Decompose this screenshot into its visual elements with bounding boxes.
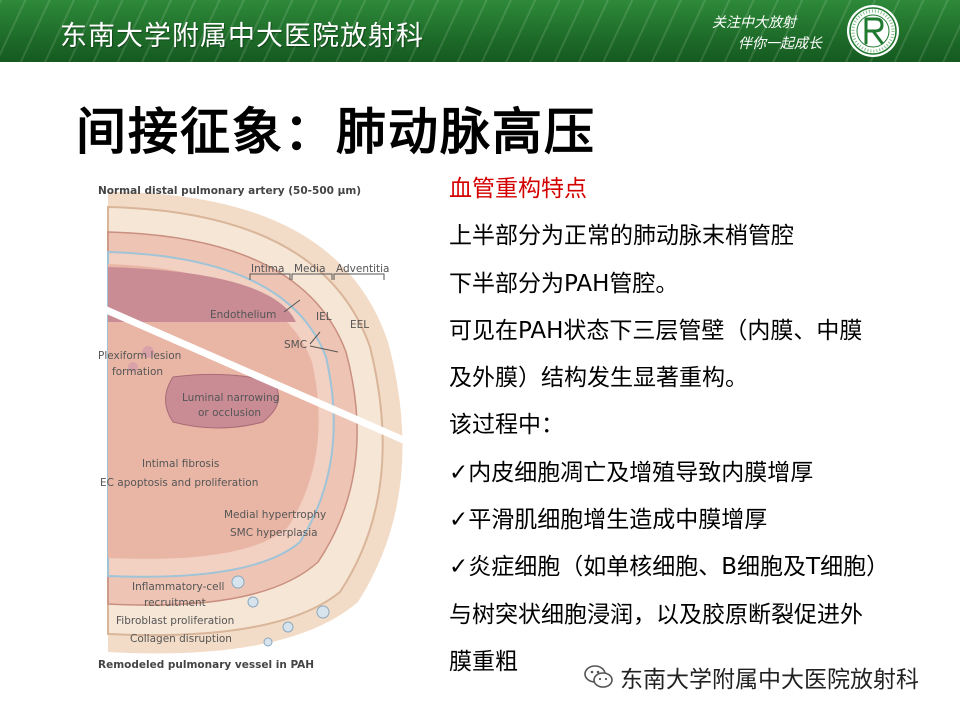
header-slogan-line2: 伴你一起成长 bbox=[738, 36, 822, 52]
figure-label-adventitia: Adventitia bbox=[336, 263, 390, 275]
check-icon: ✓ bbox=[449, 507, 469, 534]
figure-label-inflammatory-1: Inflammatory-cell bbox=[132, 581, 224, 593]
pulmonary-artery-remodeling-figure: Normal distal pulmonary artery (50-500 μ… bbox=[88, 172, 428, 686]
content-line-process: 该过程中： bbox=[449, 412, 564, 439]
figure-label-smc-hyperplasia: SMC hyperplasia bbox=[230, 527, 318, 539]
figure-label-endothelium: Endothelium bbox=[210, 309, 276, 321]
figure-bottom-caption: Remodeled pulmonary vessel in PAH bbox=[98, 659, 314, 671]
check-icon: ✓ bbox=[449, 459, 469, 486]
content-heading: 血管重构特点 bbox=[449, 176, 587, 202]
figure-label-media: Media bbox=[294, 263, 326, 275]
figure-label-smc: SMC bbox=[284, 339, 307, 351]
watermark: 东南大学附属中大医院放射科 bbox=[584, 660, 919, 694]
content-check-item-smooth-muscle: ✓平滑肌细胞增生造成中膜增厚 bbox=[449, 503, 949, 538]
figure-label-ec-apoptosis: EC apoptosis and proliferation bbox=[100, 477, 258, 489]
content-line-upper-half: 上半部分为正常的肺动脉末梢管腔 bbox=[449, 223, 794, 250]
content-line-thickening: 膜重粗 bbox=[449, 648, 518, 675]
content-line-remodeling: 及外膜）结构发生显著重构。 bbox=[449, 365, 748, 392]
figure-label-luminal-1: Luminal narrowing bbox=[182, 392, 279, 404]
content-line-lower-half: 下半部分为PAH管腔。 bbox=[449, 270, 679, 297]
figure-label-luminal-2: or occlusion bbox=[198, 407, 261, 419]
figure-label-eel: EEL bbox=[350, 319, 369, 331]
content-text-block: 血管重构特点 上半部分为正常的肺动脉末梢管腔 下半部分为PAH管腔。 可见在PA… bbox=[449, 172, 949, 692]
header-title: 东南大学附属中大医院放射科 bbox=[60, 21, 424, 52]
figure-top-caption: Normal distal pulmonary artery (50-500 μ… bbox=[98, 185, 361, 197]
wechat-icon bbox=[584, 665, 613, 688]
hospital-logo bbox=[847, 5, 899, 57]
figure-label-medial-hypertrophy: Medial hypertrophy bbox=[224, 509, 326, 521]
content-check-item-endothelium: ✓内皮细胞凋亡及增殖导致内膜增厚 bbox=[449, 456, 949, 491]
slide-title: 间接征象：肺动脉高压 bbox=[76, 103, 596, 161]
content-line-infiltration: 与树突状细胞浸润，以及胶原断裂促进外 bbox=[449, 601, 863, 628]
figure-label-intimal-fibrosis: Intimal fibrosis bbox=[142, 458, 219, 470]
check-item-text: 内皮细胞凋亡及增殖导致内膜增厚 bbox=[468, 459, 814, 486]
figure-label-plexiform-2: formation bbox=[112, 366, 163, 378]
header-slogan-line1: 关注中大放射 bbox=[712, 15, 796, 31]
figure-label-fibroblast: Fibroblast proliferation bbox=[116, 615, 234, 627]
figure-label-iel: IEL bbox=[316, 311, 332, 323]
watermark-text: 东南大学附属中大医院放射科 bbox=[620, 667, 919, 693]
figure-label-intima: Intima bbox=[251, 263, 284, 275]
content-line-three-layers: 可见在PAH状态下三层管壁（内膜、中膜 bbox=[449, 317, 863, 344]
header-texture bbox=[0, 0, 960, 62]
figure-label-collagen: Collagen disruption bbox=[130, 633, 232, 645]
figure-label-plexiform-1: Plexiform lesion bbox=[98, 350, 181, 362]
check-icon: ✓ bbox=[449, 554, 469, 581]
figure-label-inflammatory-2: recruitment bbox=[144, 597, 206, 609]
check-item-text: 平滑肌细胞增生造成中膜增厚 bbox=[468, 507, 768, 534]
content-check-item-inflammatory: ✓炎症细胞（如单核细胞、B细胞及T细胞） bbox=[449, 550, 949, 585]
check-item-text: 炎症细胞（如单核细胞、B细胞及T细胞） bbox=[468, 554, 890, 581]
header-banner: 东南大学附属中大医院放射科 关注中大放射 伴你一起成长 bbox=[0, 0, 960, 62]
